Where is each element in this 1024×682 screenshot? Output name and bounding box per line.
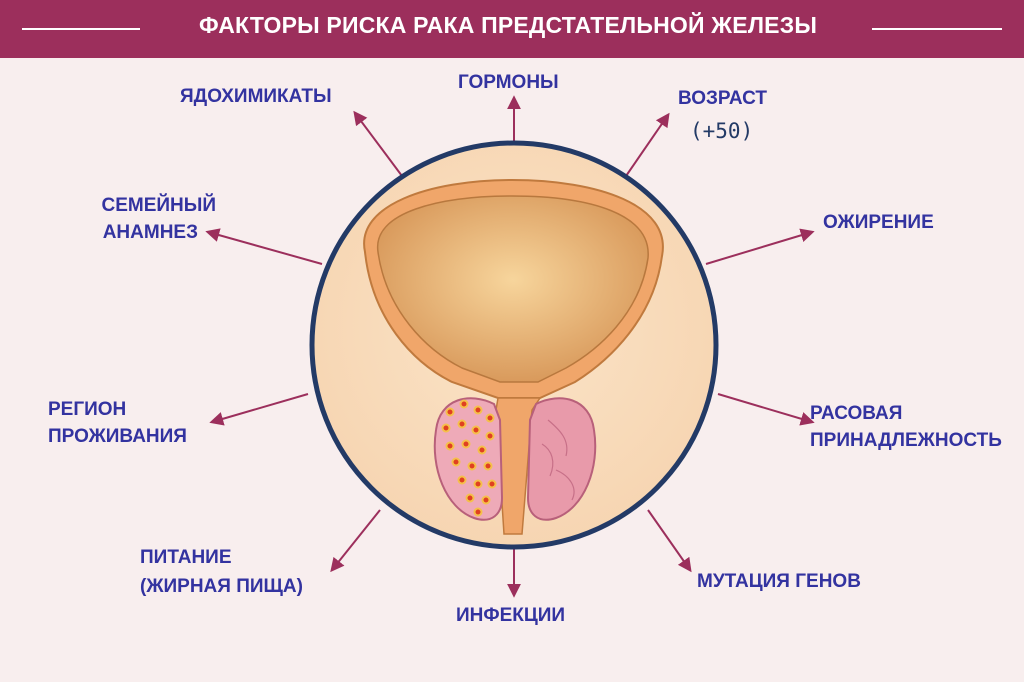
factor-region-line1: РЕГИОН [48,399,127,420]
factor-family-history-line1: СЕМЕЙНЫЙ [101,195,216,216]
factor-region-line2: ПРОЖИВАНИЯ [48,426,187,447]
factor-hormones: ГОРМОНЫ [458,72,559,93]
arrow-age [625,112,670,177]
factor-infections: ИНФЕКЦИИ [456,605,566,626]
arrow-gene-mutation [647,509,692,573]
arrow-diet [330,509,381,573]
prostate-lobe-healthy [526,397,597,521]
arrow-region [209,393,309,426]
factor-race-line2: ПРИНАДЛЕЖНОСТЬ [810,430,1002,451]
prostate-lobe-affected [433,397,504,521]
arrow-family-history [205,228,323,265]
arrows [205,95,815,598]
factor-age: ВОЗРАСТ [678,88,768,109]
factor-gene-mutation: МУТАЦИЯ ГЕНОВ [697,571,861,592]
tumor-cells [441,399,497,517]
factor-race-line1: РАСОВАЯ [810,403,903,424]
factor-pesticides: ЯДОХИМИКАТЫ [180,86,332,107]
page-title: ФАКТОРЫ РИСКА РАКА ПРЕДСТАТЕЛЬНОЙ ЖЕЛЕЗЫ [198,12,818,38]
title-divider-right [872,28,1002,30]
factor-diet-line1: ПИТАНИЕ [140,547,232,568]
factor-family-history-line2: АНАМНЕЗ [102,222,198,243]
arrow-obesity [705,228,815,265]
arrow-race [717,393,815,426]
lobe-texture [541,419,575,501]
factor-diet-line2: (ЖИРНАЯ ПИЩА) [140,576,303,597]
factor-obesity: ОЖИРЕНИЕ [823,212,934,233]
arrow-pesticides [353,110,403,177]
title-divider-left [22,28,140,30]
factor-age-note: (+50) [690,119,754,143]
bladder-inner [377,195,649,383]
title-banner: ФАКТОРЫ РИСКА РАКА ПРЕДСТАТЕЛЬНОЙ ЖЕЛЕЗЫ [0,0,1024,58]
